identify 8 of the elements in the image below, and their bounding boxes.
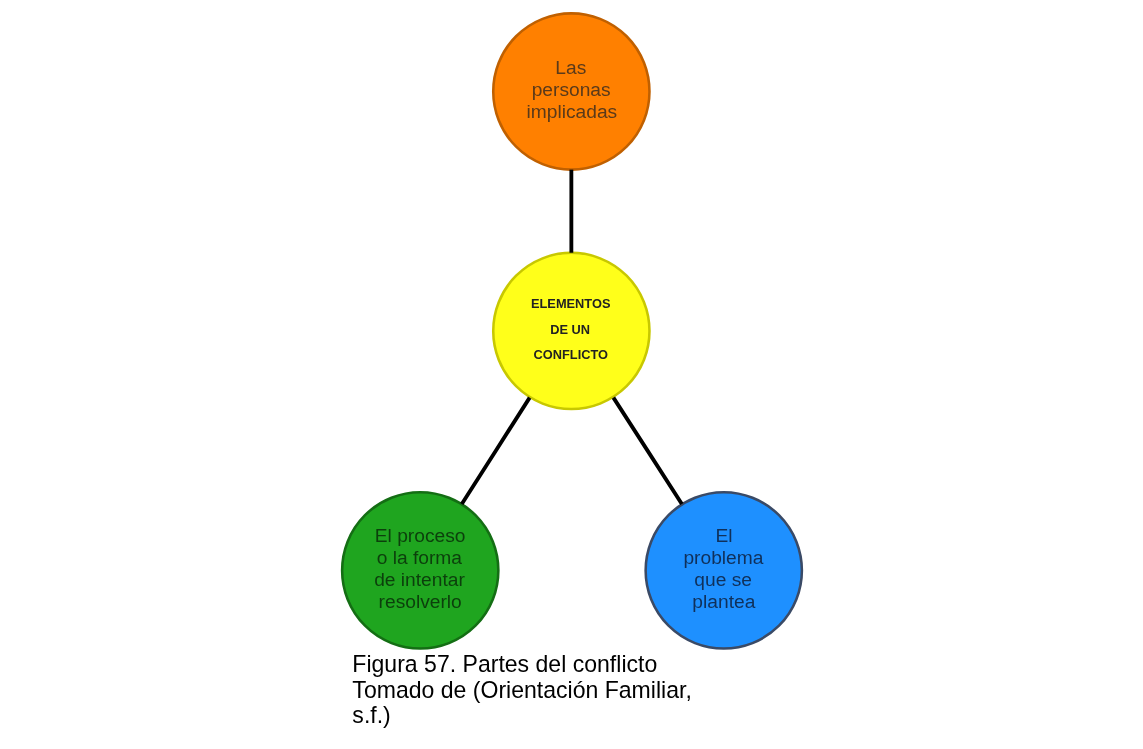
node-circle: El problema que se plantea xyxy=(643,491,803,650)
connector xyxy=(459,396,531,506)
node-circle: Las personas implicadas xyxy=(491,12,651,171)
caption: Figura 57. Partes del conflicto Tomado de (Orientación Familiar, s.f.) xyxy=(351,651,692,729)
node-circle: ELEMENTOS DE UN CONFLICTO xyxy=(491,251,651,411)
connector xyxy=(568,169,573,253)
connector xyxy=(611,396,683,506)
node-circle: El proceso o la forma de intentar resolverlo xyxy=(340,491,500,650)
